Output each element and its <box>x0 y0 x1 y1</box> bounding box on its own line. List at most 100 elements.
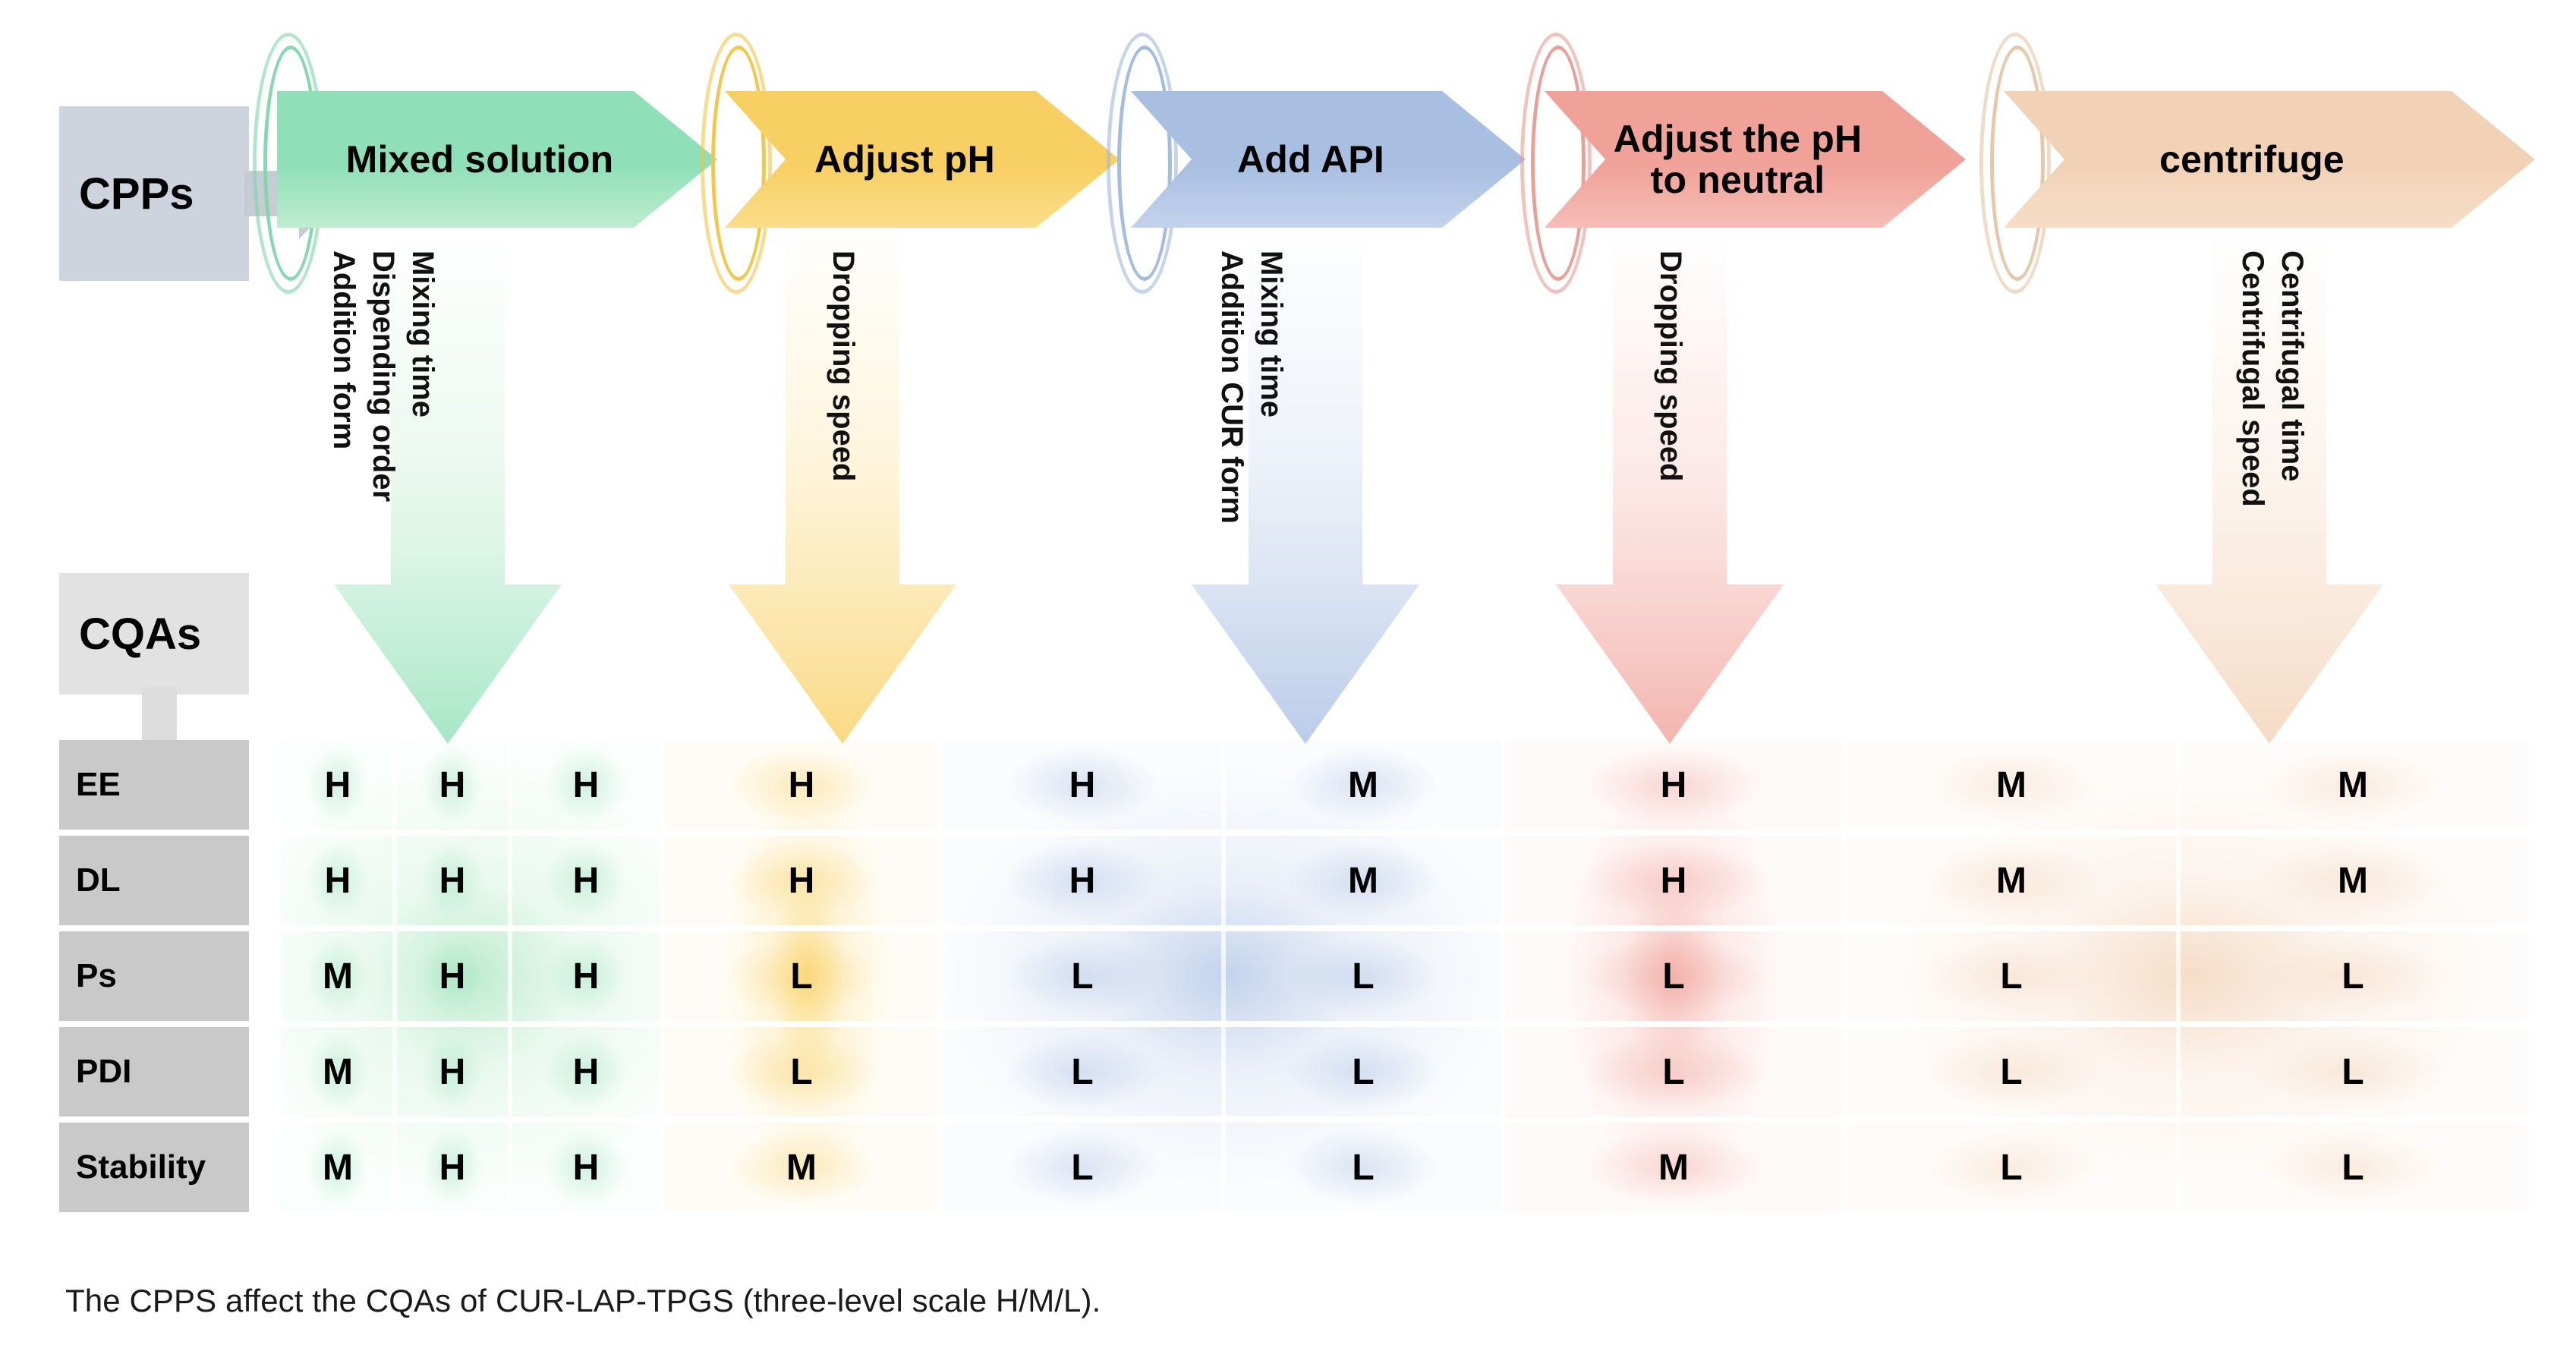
matrix-cell: M <box>323 1051 353 1092</box>
matrix-cell-glow <box>2178 931 2527 1021</box>
matrix-cell: L <box>1071 956 1094 997</box>
matrix-cell-glow <box>1844 931 2178 1021</box>
matrix-row-label: Stability <box>59 1123 249 1212</box>
parameter-down-arrow-4 <box>1556 228 1784 744</box>
parameter-label: Centrifugal speed <box>2235 250 2269 507</box>
matrix-cell: H <box>439 1051 466 1092</box>
process-step-2[interactable]: Adjust pH <box>725 91 1120 228</box>
matrix-cell: L <box>1662 1051 1685 1092</box>
matrix-cell-glow <box>941 1027 1223 1117</box>
matrix-cell-glow <box>510 1027 662 1117</box>
matrix-cell-glow <box>510 836 662 925</box>
matrix-cell-glow <box>1223 1027 1503 1117</box>
matrix-cell: L <box>2000 1147 2023 1188</box>
matrix-cell-glow <box>1844 740 2178 830</box>
process-step-shape-5 <box>2004 91 2535 228</box>
matrix-cell: L <box>1352 956 1375 997</box>
matrix-row-label: PDI <box>59 1027 249 1117</box>
matrix-column-separator <box>2176 740 2181 1212</box>
matrix-cell-glow <box>2178 740 2527 830</box>
matrix-cell: M <box>2338 764 2368 805</box>
matrix-cell-glow <box>1223 1123 1503 1212</box>
matrix-colour-band-5 <box>1844 740 2527 1212</box>
matrix-cell: L <box>2341 956 2364 997</box>
matrix-cell: M <box>1996 860 2026 901</box>
matrix-cell: M <box>1996 764 2026 805</box>
matrix-cell-glow <box>1223 836 1503 925</box>
parameter-label: Dropping speed <box>826 250 860 482</box>
parameter-label: Addition CUR form <box>1214 250 1249 524</box>
parameter-label: Mixing time <box>1254 250 1288 418</box>
matrix-column-separator <box>1842 740 1847 1212</box>
matrix-cell: H <box>1069 764 1096 805</box>
matrix-colour-band-4 <box>1503 740 1844 1212</box>
matrix-cell-glow <box>941 740 1223 830</box>
matrix-cell: M <box>323 1147 353 1188</box>
process-step-3[interactable]: Add API <box>1131 91 1526 228</box>
parameter-down-arrow-3 <box>1192 228 1419 744</box>
matrix-cell-glow <box>1503 836 1844 925</box>
cqas-box: CQAs <box>59 573 249 695</box>
process-step-label-3: Add API <box>1237 138 1384 181</box>
matrix-cell: H <box>788 860 815 901</box>
matrix-cell-glow <box>662 740 941 830</box>
matrix-cell-glow <box>1503 1123 1844 1212</box>
process-step-shape-2 <box>725 91 1120 228</box>
matrix-cell-glow <box>662 1027 941 1117</box>
process-loop-ring-2 <box>701 33 772 294</box>
matrix-cell: L <box>1352 1051 1375 1092</box>
matrix-row-separator <box>59 830 2527 836</box>
matrix-cell: L <box>790 1051 813 1092</box>
matrix-cell: L <box>1662 956 1685 997</box>
matrix-cell: H <box>324 860 351 901</box>
figure-caption: The CPPS affect the CQAs of CUR-LAP-TPGS… <box>65 1283 1101 1318</box>
matrix-cell: H <box>572 956 600 997</box>
process-loop-ring-5 <box>1979 33 2051 294</box>
matrix-cell-glow <box>1844 1027 2178 1117</box>
matrix-column-separator <box>660 740 664 1212</box>
matrix-cell-glow <box>1503 1027 1844 1117</box>
process-step-1[interactable]: Mixed solution <box>277 91 717 228</box>
matrix-cell-glow <box>395 1123 510 1212</box>
process-step-label-5: centrifuge <box>2159 138 2345 181</box>
matrix-row-label: EE <box>59 740 249 830</box>
matrix-colour-band-2 <box>662 740 941 1212</box>
matrix-cell: M <box>1658 1147 1689 1188</box>
matrix-cell: L <box>2000 956 2023 997</box>
matrix-cell-glow <box>1844 1123 2178 1212</box>
matrix-cell-glow <box>662 836 941 925</box>
parameter-down-arrow-5 <box>2156 228 2383 744</box>
parameter-label: Mixing time <box>405 250 439 418</box>
matrix-cell: L <box>2341 1051 2364 1092</box>
matrix-cell: M <box>2338 860 2368 901</box>
matrix-row-separator <box>59 925 2527 931</box>
matrix-cell: M <box>1348 860 1378 901</box>
process-step-shape-3 <box>1131 91 1526 228</box>
parameter-label: Dropping speed <box>1653 250 1687 482</box>
cqas-label: CQAs <box>79 609 202 659</box>
matrix-cell-glow <box>2178 1027 2527 1117</box>
matrix-cell-glow <box>941 931 1223 1021</box>
process-step-5[interactable]: centrifuge <box>2004 91 2535 228</box>
matrix-cell-glow <box>510 740 662 830</box>
matrix-cell: M <box>1348 764 1378 805</box>
matrix-cell: H <box>788 764 815 805</box>
process-step-4[interactable]: Adjust the pH to neutral <box>1545 91 1966 228</box>
matrix-cell: H <box>1660 860 1687 901</box>
matrix-row-label: DL <box>59 836 249 925</box>
matrix-cell: M <box>786 1147 817 1188</box>
matrix-row-label: Ps <box>59 931 249 1021</box>
matrix-cell-glow <box>395 836 510 925</box>
process-loop-ring-3 <box>1107 33 1178 294</box>
matrix-cell-glow <box>510 1123 662 1212</box>
matrix-column-separator <box>392 740 397 1212</box>
process-step-label-2: Adjust pH <box>814 138 995 181</box>
matrix-cell: H <box>439 1147 466 1188</box>
matrix-cell: L <box>790 956 813 997</box>
process-loop-ring-4 <box>1520 33 1592 294</box>
matrix-cell-glow <box>510 931 662 1021</box>
matrix-cell-glow <box>395 740 510 830</box>
matrix-row-separator <box>59 1021 2527 1027</box>
matrix-cell: H <box>439 860 466 901</box>
